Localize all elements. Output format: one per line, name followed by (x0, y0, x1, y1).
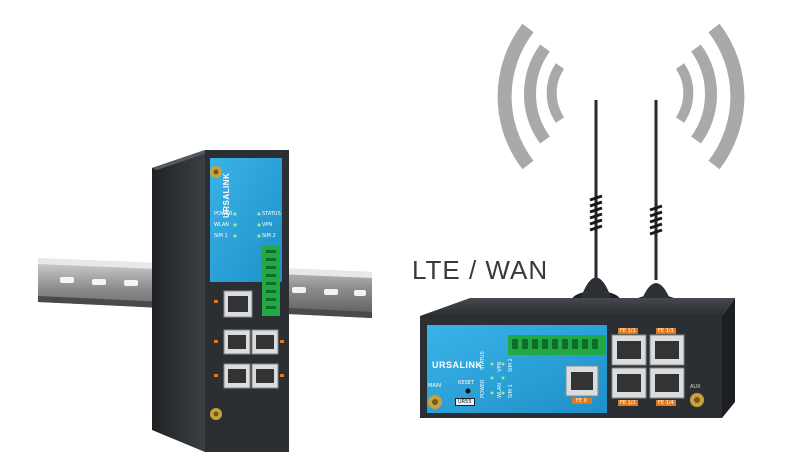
router-right-led-sim2: SIM 2 (508, 358, 514, 372)
router-right-led-sim1: SIM 1 (508, 384, 514, 398)
router-right-port-fe13: FE 1/3 (658, 328, 674, 334)
router-right-led-status: STATUS (480, 351, 486, 370)
router-right-port-fe11: FE 1/1 (620, 328, 636, 334)
router-right (420, 298, 735, 418)
router-right-port-fe14: FE 1/4 (658, 400, 674, 406)
router-left-led-status: STATUS (262, 211, 281, 217)
router-left-led-sim1: SIM 1 (214, 233, 228, 239)
router-left-led-power: POWER (214, 211, 233, 217)
antenna-aux-icon (632, 100, 680, 313)
router-right-led-power: POWER (480, 379, 486, 398)
router-left (152, 150, 289, 452)
router-right-reset-label: RESET (458, 380, 475, 386)
router-left-led-sim2: SIM 2 (262, 233, 276, 239)
router-right-aux-label: AUX (690, 384, 701, 390)
headline-text: LTE / WAN (412, 255, 549, 285)
router-right-port-fe12: FE 1/2 (620, 400, 636, 406)
antenna-main-icon (572, 100, 620, 309)
router-right-led-vpn: VPN (497, 361, 503, 372)
router-right-led-wlan: WLAN (497, 382, 503, 398)
router-right-main-label: MAIN (428, 383, 441, 389)
signal-waves-icon (497, 23, 745, 170)
router-right-model-label: UR55 (455, 398, 475, 406)
router-left-led-vpn: VPN (262, 222, 273, 228)
router-left-led-wlan: WLAN (214, 222, 230, 228)
router-right-brand-logo: URSALINK (432, 360, 483, 370)
router-right-port-fe0: FE 0 (576, 398, 587, 404)
